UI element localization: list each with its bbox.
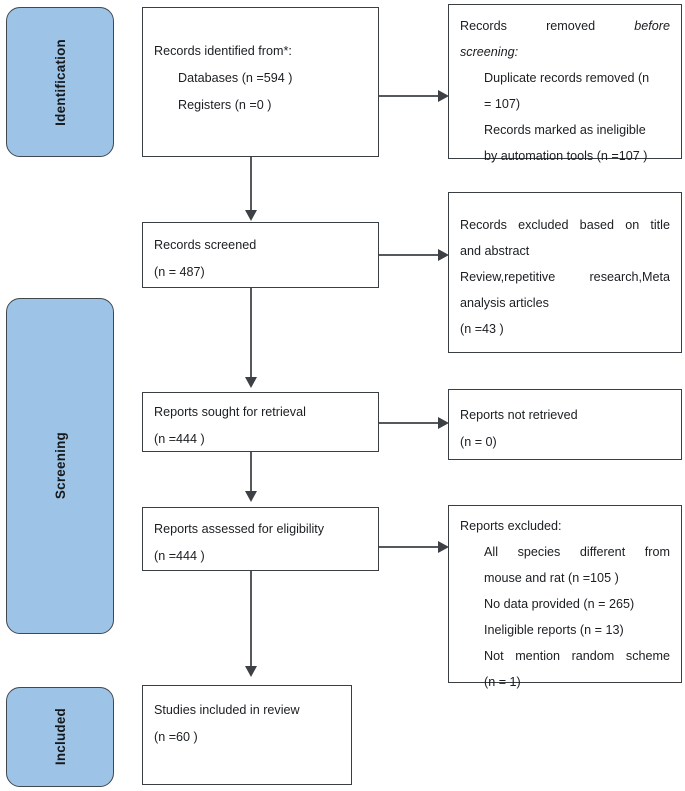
reports-excluded-line-5: Ineligible reports (n = 13) bbox=[484, 623, 624, 637]
reports-excluded-line-2: All species different from bbox=[484, 545, 670, 559]
box-records-removed: Records removed before screening: Duplic… bbox=[448, 4, 682, 163]
studies-included-line-2: (n =60 ) bbox=[154, 730, 198, 744]
records-screened-line-1: Records screened bbox=[154, 238, 257, 252]
records-removed-before-em: before bbox=[634, 19, 670, 33]
stage-screening-label: Screening bbox=[52, 432, 68, 500]
connector-screened-to-excluded bbox=[379, 254, 439, 256]
records-identified-line-1: Records identified from*: bbox=[154, 44, 292, 58]
records-excluded-line-1: Records excluded based on title bbox=[460, 218, 670, 232]
connector-identified-to-removed bbox=[379, 95, 439, 97]
records-identified-registers: Registers (n =0 ) bbox=[178, 98, 272, 112]
records-removed-text: Records removed bbox=[460, 19, 596, 33]
arrow-sought-to-assessed bbox=[245, 491, 257, 502]
reports-excluded-line-7: (n = 1) bbox=[484, 675, 521, 689]
box-reports-sought: Reports sought for retrieval (n =444 ) bbox=[142, 392, 379, 452]
records-excluded-line-3: Review,repetitive research,Meta bbox=[460, 270, 670, 284]
records-identified-databases: Databases (n =594 ) bbox=[178, 71, 293, 85]
records-removed-line-1: Records removed before bbox=[460, 13, 670, 39]
arrow-screened-to-sought bbox=[245, 377, 257, 388]
reports-not-retrieved-line-1: Reports not retrieved bbox=[460, 408, 578, 422]
box-reports-assessed: Reports assessed for eligibility (n =444… bbox=[142, 507, 379, 571]
studies-included-line-1: Studies included in review bbox=[154, 703, 300, 717]
connector-assessed-to-reports-excluded bbox=[379, 546, 439, 548]
arrow-identified-to-screened bbox=[245, 210, 257, 221]
records-excluded-line-5: (n =43 ) bbox=[460, 322, 504, 336]
arrow-sought-to-not-retrieved bbox=[438, 417, 449, 429]
reports-excluded-line-1: Reports excluded: bbox=[460, 519, 562, 533]
connector-identified-to-screened bbox=[250, 157, 252, 214]
stage-screening: Screening bbox=[6, 298, 114, 634]
reports-excluded-line-4: No data provided (n = 265) bbox=[484, 597, 635, 611]
records-excluded-line-2: and abstract bbox=[460, 244, 530, 258]
records-excluded-line-4: analysis articles bbox=[460, 296, 549, 310]
arrow-screened-to-excluded bbox=[438, 249, 449, 261]
connector-sought-to-assessed bbox=[250, 452, 252, 496]
reports-sought-line-1: Reports sought for retrieval bbox=[154, 405, 306, 419]
reports-excluded-line-6: Not mention random scheme bbox=[484, 649, 670, 663]
box-studies-included: Studies included in review (n =60 ) bbox=[142, 685, 352, 785]
arrow-assessed-to-reports-excluded bbox=[438, 541, 449, 553]
stage-identification: Identification bbox=[6, 7, 114, 157]
box-reports-excluded: Reports excluded: All species different … bbox=[448, 505, 682, 689]
reports-assessed-line-2: (n =444 ) bbox=[154, 549, 205, 563]
connector-sought-to-not-retrieved bbox=[379, 422, 439, 424]
arrow-identified-to-removed bbox=[438, 90, 449, 102]
records-removed-ineligible-2: by automation tools (n =107 ) bbox=[484, 149, 648, 163]
box-records-screened: Records screened (n = 487) bbox=[142, 222, 379, 288]
stage-included-label: Included bbox=[52, 708, 68, 766]
records-removed-line-2: screening: bbox=[460, 45, 519, 59]
records-removed-ineligible-1: Records marked as ineligible bbox=[484, 123, 646, 137]
arrow-assessed-to-included bbox=[245, 666, 257, 677]
reports-sought-line-2: (n =444 ) bbox=[154, 432, 205, 446]
reports-excluded-line-3: mouse and rat (n =105 ) bbox=[484, 571, 619, 585]
stage-identification-label: Identification bbox=[52, 38, 68, 126]
box-records-excluded: Records excluded based on title and abst… bbox=[448, 192, 682, 353]
connector-screened-to-sought bbox=[250, 288, 252, 380]
records-removed-duplicates-1: Duplicate records removed (n bbox=[484, 71, 650, 85]
stage-included: Included bbox=[6, 687, 114, 787]
reports-assessed-line-1: Reports assessed for eligibility bbox=[154, 522, 325, 536]
connector-assessed-to-included bbox=[250, 571, 252, 670]
box-records-identified: Records identified from*: Databases (n =… bbox=[142, 7, 379, 157]
reports-not-retrieved-line-2: (n = 0) bbox=[460, 435, 497, 449]
records-removed-duplicates-2: = 107) bbox=[484, 97, 521, 111]
records-screened-line-2: (n = 487) bbox=[154, 265, 205, 279]
box-reports-not-retrieved: Reports not retrieved (n = 0) bbox=[448, 389, 682, 460]
